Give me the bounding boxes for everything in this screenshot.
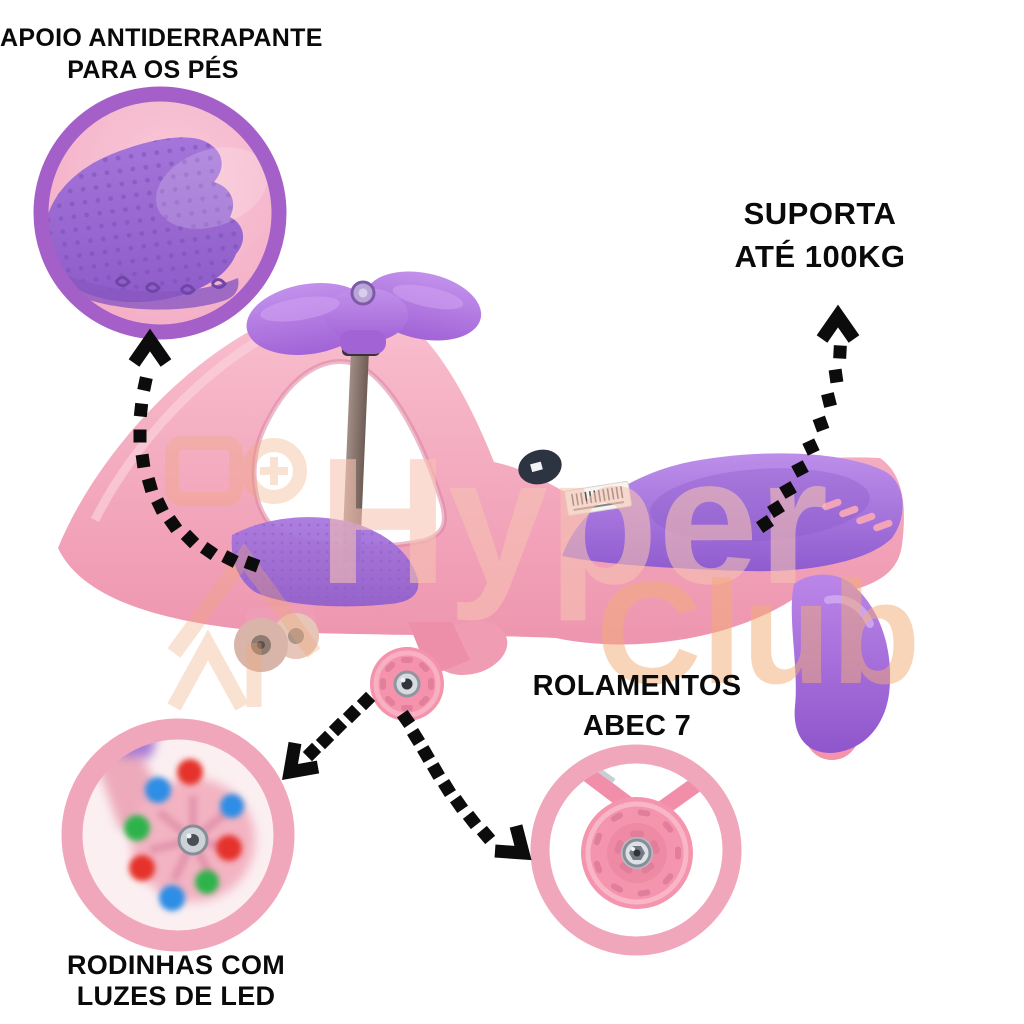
arrow-foot-pad: [128, 328, 261, 573]
callout-foot-support: APOIO ANTIDERRAPANTE PARA OS PÉS: [0, 22, 323, 86]
rear-fender: [791, 574, 891, 753]
front-wheel: [370, 621, 508, 721]
arrow-weight-capacity: [755, 304, 860, 534]
seat-vents: [822, 498, 893, 532]
front-caster-wheels: [234, 604, 319, 672]
callout-foot-support-line1: APOIO ANTIDERRAPANTE: [0, 24, 323, 52]
barcode-sticker: [564, 480, 632, 517]
callout-bearings-line2: ABEC 7: [582, 710, 692, 742]
callout-led-wheels: RODINHAS COM LUZES DE LED: [26, 950, 326, 1012]
product-label-sticker: [518, 449, 632, 517]
led-lights: [124, 759, 244, 911]
callout-led-wheels-line1: RODINHAS COM: [66, 950, 286, 980]
callout-bearings-line1: ROLAMENTOS: [532, 670, 742, 702]
zoom-circle-led-wheel: [61, 718, 295, 952]
callout-weight-capacity-line2: ATÉ 100KG: [734, 239, 906, 274]
zoom-circle-bearing: [530, 744, 742, 956]
foot-pad: [231, 517, 419, 607]
zoom-circle-foot-pad: [33, 86, 287, 340]
seat: [562, 453, 903, 572]
callout-foot-support-line2: PARA OS PÉS: [67, 56, 239, 84]
callout-weight-capacity-line1: SUPORTA: [743, 196, 897, 231]
callout-bearings: ROLAMENTOS ABEC 7: [487, 666, 787, 746]
callout-led-wheels-line2: LUZES DE LED: [76, 981, 276, 1011]
arrow-bearings: [396, 709, 532, 861]
callout-weight-capacity: SUPORTA ATÉ 100KG: [670, 192, 970, 278]
arrow-led-wheels: [282, 691, 376, 781]
steering-wheel: [246, 271, 482, 355]
